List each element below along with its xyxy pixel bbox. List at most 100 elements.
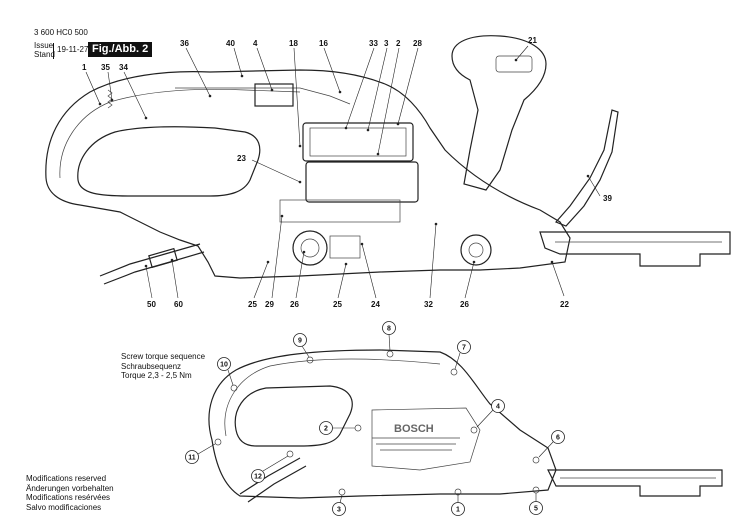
gear-wheel-hub [468, 242, 484, 258]
gear-wheel [460, 234, 492, 266]
brand-logo-text: BOSCH [394, 423, 434, 435]
screw-number-circle [293, 333, 307, 347]
callout-label: 25 [333, 300, 342, 309]
screw-number: 3 [337, 507, 341, 514]
callout-label: 60 [174, 300, 183, 309]
screw-hole [386, 350, 394, 358]
screw-hole [338, 488, 346, 496]
modifications-line: Änderungen vorbehalten [26, 483, 114, 493]
callout-label: 50 [147, 300, 156, 309]
screw-number: 1 [456, 507, 460, 514]
callout-label: 3 [384, 39, 389, 48]
callout-label: 40 [226, 39, 235, 48]
callout-label: 33 [369, 39, 378, 48]
modifications-line: Modifications resérvées [26, 493, 111, 502]
screw-hole [532, 456, 540, 464]
screw-number: 4 [496, 404, 500, 411]
screw-number: 7 [462, 345, 466, 352]
switch-component [254, 83, 294, 107]
drive-assembly [329, 235, 361, 259]
callout-label: 25 [248, 300, 257, 309]
callout-label: 26 [290, 300, 299, 309]
assembled-inner-contour [224, 358, 441, 437]
screw-number-circle [382, 321, 396, 335]
motor-core [309, 127, 407, 157]
screw-number: 9 [298, 338, 302, 345]
trimmer-assembled-view: BOSCH [208, 349, 723, 503]
callout-label: 2 [396, 39, 401, 48]
callout-label: 35 [101, 63, 110, 72]
issue-divider [53, 43, 54, 59]
screw-number-circle [491, 399, 505, 413]
screw-hole [450, 368, 458, 376]
switch-assembly [279, 199, 401, 223]
side-panel [371, 407, 481, 471]
screw-number: 6 [556, 435, 560, 442]
screw-number-circle [319, 421, 333, 435]
screw-number: 12 [254, 474, 262, 481]
trimmer-exploded-view [45, 35, 731, 285]
part-callouts: 1 35 34 36 40 4 18 16 33 3 2 28 21 23 39… [82, 36, 612, 309]
assembled-blade [547, 469, 723, 497]
assembled-housing-outline [208, 349, 557, 499]
blade [539, 231, 731, 267]
housing-outline [45, 69, 571, 279]
cable-sleeve [148, 247, 178, 269]
callout-label: 39 [603, 194, 612, 203]
screw-number-circle [451, 502, 465, 516]
callout-label: 32 [424, 300, 433, 309]
screw-number-circle [457, 340, 471, 354]
screw-number: 8 [387, 326, 391, 333]
torque-note-line: Torque 2,3 - 2,5 Nm [121, 371, 192, 380]
callout-label: 23 [237, 154, 246, 163]
hand-guard [451, 35, 547, 191]
screw-hole [286, 450, 294, 458]
screw-number: 5 [534, 506, 538, 513]
handle-opening [77, 126, 261, 197]
top-grip-bar [175, 87, 351, 105]
part-number: 3 600 HC0 500 [34, 28, 88, 37]
callout-label: 4 [253, 39, 258, 48]
callout-label: 36 [180, 39, 189, 48]
screw-number-circle [185, 450, 199, 464]
callout-label: 34 [119, 63, 128, 72]
callout-label: 24 [371, 300, 380, 309]
screw-number: 10 [220, 362, 228, 369]
screw-hole [230, 384, 238, 392]
callout-label: 29 [265, 300, 274, 309]
screw-hole [354, 424, 362, 432]
figure-label: Fig./Abb. 2 [88, 42, 153, 57]
torque-note-line: Schraubsequenz [121, 361, 182, 371]
assembled-cable [239, 457, 301, 495]
motor-block [302, 122, 414, 162]
callout-label: 21 [528, 36, 537, 45]
screw-number-circle [551, 430, 565, 444]
screw-number-circle [251, 469, 265, 483]
torque-note: Screw torque sequence Schraubsequenz Tor… [121, 352, 205, 381]
screw-hole [470, 426, 478, 434]
issue-label: Issue [34, 41, 54, 50]
blade-guard [554, 109, 619, 227]
callout-label: 16 [319, 39, 328, 48]
screw-number: 11 [188, 455, 196, 462]
gear-wheel [292, 230, 328, 266]
callout-label: 22 [560, 300, 569, 309]
stand-label: Stand [34, 50, 55, 59]
handle-inner-contour [59, 88, 301, 179]
callout-label: 28 [413, 39, 422, 48]
screw-number-circle [529, 501, 543, 515]
screw-hole [214, 438, 222, 446]
screw-number: 2 [324, 426, 328, 433]
screw-sequence-callouts: 1 2 3 4 5 6 7 8 9 10 11 12 [185, 321, 565, 516]
guard-label-area [495, 55, 533, 73]
gear-housing [305, 161, 419, 203]
power-cable [99, 243, 201, 277]
modifications-line: Modifications reserved [26, 474, 107, 483]
assembled-cable [247, 465, 307, 503]
screw-number-circle [217, 357, 231, 371]
modifications-line: Salvo modificaciones [26, 502, 102, 512]
torque-note-line: Screw torque sequence [121, 352, 206, 361]
screw-hole [532, 486, 540, 494]
